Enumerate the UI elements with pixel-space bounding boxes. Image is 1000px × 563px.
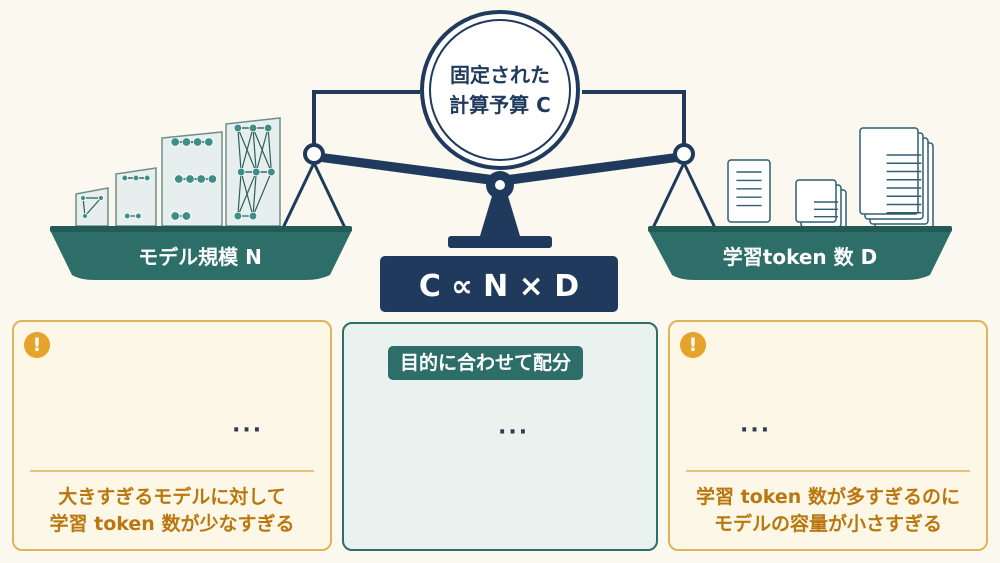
neural-network-icon: [161, 131, 223, 227]
right-pan: 学習token 数 D: [648, 226, 952, 280]
ellipsis: ···: [232, 418, 264, 443]
caption-line1: 学習 token 数が多すぎるのに: [696, 486, 960, 508]
panel-oversized-model: ! ··· 大きすぎるモデルに対して 学習 token 数が少なすぎる: [12, 320, 332, 551]
caption-line2: モデルの容量が小さすぎる: [713, 513, 942, 535]
neural-network-icon: [75, 187, 109, 227]
panel-caption: 学習 token 数が多すぎるのに モデルの容量が小さすぎる: [670, 484, 986, 538]
budget-line2: 計算予算 C: [449, 93, 551, 117]
ellipsis: ···: [740, 418, 772, 443]
document-stack-icon: [859, 127, 934, 230]
budget-circle: 固定された 計算予算 C: [420, 10, 580, 170]
token-document-stacks: [727, 127, 934, 233]
panel-divider: [686, 470, 970, 472]
budget-line1: 固定された: [450, 63, 550, 87]
panel-caption: 大きすぎるモデルに対して 学習 token 数が少なすぎる: [14, 484, 330, 538]
balance-scale-icon: [280, 143, 718, 248]
balanced-tag: 目的に合わせて配分: [388, 346, 584, 380]
warning-icon: !: [680, 332, 706, 358]
neural-network-icon: [225, 117, 281, 227]
formula-box: C ∝ N × D: [380, 256, 618, 312]
neural-network-icon: [115, 167, 157, 227]
panel-undersized-model: ! ··· 学習 token 数が多すぎるのに モデルの容量が小さすぎる: [668, 320, 988, 551]
caption-line2: 学習 token 数が少なすぎる: [49, 513, 295, 535]
panel-divider: [30, 470, 314, 472]
model-size-networks: [75, 117, 281, 227]
document-stack-icon: [727, 159, 771, 223]
formula-text: C ∝ N × D: [419, 269, 579, 304]
right-pan-label: 学習token 数 D: [723, 245, 877, 269]
budget-connectors: [312, 90, 686, 148]
left-pan-label: モデル規模 N: [138, 245, 262, 269]
panel-balanced: 目的に合わせて配分 ···: [342, 322, 658, 551]
ellipsis: ···: [498, 420, 530, 445]
document-stack-icon: [795, 179, 847, 233]
warning-icon: !: [24, 332, 50, 358]
caption-line1: 大きすぎるモデルに対して: [58, 486, 286, 508]
left-pan: モデル規模 N: [50, 226, 352, 280]
